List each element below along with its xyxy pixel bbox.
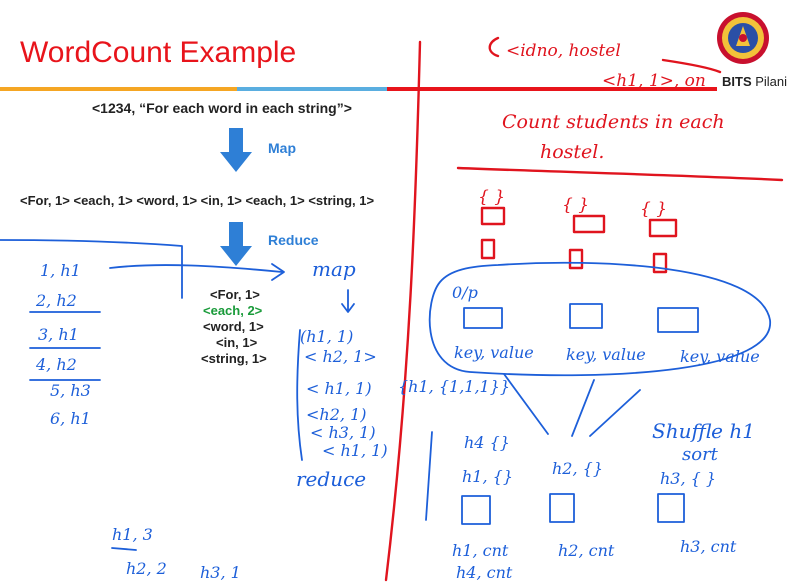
blue-ellipse bbox=[428, 261, 771, 377]
blue-list-0: 1, h1 bbox=[40, 261, 81, 280]
blue-ink bbox=[0, 239, 771, 551]
red-box-2 bbox=[572, 214, 606, 234]
blue-list-2: 3, h1 bbox=[38, 325, 79, 344]
blue-left-bracket bbox=[0, 239, 183, 299]
blue-keyvalue-1: key, value bbox=[566, 345, 646, 364]
blue-op: 0/p bbox=[452, 283, 478, 302]
blue-reduce: reduce bbox=[296, 467, 366, 491]
blue-list-4: 5, h3 bbox=[50, 381, 91, 400]
blue-map-arrowhead bbox=[271, 263, 285, 281]
red-small-box-1 bbox=[480, 238, 496, 260]
blue-keyvalue-0: key, value bbox=[454, 343, 534, 362]
blue-grouped: {h1, {1,1,1}} bbox=[398, 377, 510, 396]
red-bracket bbox=[488, 36, 500, 58]
blue-map-down-arrow bbox=[341, 289, 355, 313]
blue-list-3: 4, h2 bbox=[35, 355, 77, 374]
blue-list-5: 6, h1 bbox=[50, 409, 91, 428]
blue-count-1: h2, cnt bbox=[558, 541, 615, 560]
reduce-output-2: <word, 1> bbox=[203, 319, 264, 334]
blue-divider-stroke bbox=[425, 431, 433, 521]
blue-bottom-0: h1, 3 bbox=[112, 525, 153, 544]
blue-group-1: h2, {} bbox=[552, 459, 603, 478]
blue-box-3 bbox=[657, 307, 699, 333]
reduce-output-4: <string, 1> bbox=[201, 351, 267, 366]
red-small-box-2 bbox=[568, 248, 584, 270]
title-bar-orange bbox=[0, 87, 237, 91]
blue-count-extra: h4, cnt bbox=[456, 563, 513, 582]
blue-box-6 bbox=[657, 493, 685, 523]
blue-sort: sort bbox=[682, 444, 719, 465]
red-header-1: <idno, hostel bbox=[506, 41, 621, 61]
blue-sort-0: < h1, 1) bbox=[306, 379, 372, 398]
red-pair-2: { } bbox=[562, 195, 589, 215]
red-note-2: hostel. bbox=[540, 141, 604, 163]
reduce-arrow-icon bbox=[220, 222, 252, 266]
slide-title: WordCount Example bbox=[20, 36, 297, 69]
red-stroke bbox=[661, 58, 722, 74]
blue-group-top: h4 {} bbox=[464, 433, 510, 452]
reduce-label: Reduce bbox=[268, 232, 319, 248]
bits-logo-icon bbox=[717, 12, 769, 64]
blue-map-arrow bbox=[109, 264, 283, 273]
red-box-1 bbox=[480, 206, 506, 226]
blue-underline bbox=[111, 547, 137, 551]
reduce-output-1: <each, 2> bbox=[203, 303, 263, 318]
blue-box-4 bbox=[461, 495, 491, 525]
blue-count-2: h3, cnt bbox=[680, 537, 737, 556]
red-note-1: Count students in each bbox=[502, 111, 725, 133]
blue-keyvalue-2: key, value bbox=[680, 347, 760, 366]
blue-map-pair-0: (h1, 1) bbox=[300, 327, 353, 346]
blue-sort-3: < h1, 1) bbox=[322, 441, 388, 460]
red-pair-1: { } bbox=[478, 187, 505, 207]
map-arrow-icon bbox=[220, 128, 252, 172]
red-pair-3: { } bbox=[640, 199, 667, 219]
map-label: Map bbox=[268, 140, 296, 156]
red-divider-line bbox=[384, 40, 422, 582]
red-box-3 bbox=[648, 218, 678, 238]
reduce-output-0: <For, 1> bbox=[210, 287, 260, 302]
blue-map-pair-1: < h2, 1> bbox=[304, 347, 377, 366]
red-small-box-3 bbox=[652, 252, 668, 274]
blue-sort-2: < h3, 1) bbox=[310, 423, 376, 442]
blue-group-2: h3, { } bbox=[660, 469, 716, 488]
blue-box-1 bbox=[463, 307, 503, 329]
red-header-2: <h1, 1>, on bbox=[602, 71, 706, 91]
blue-sort-1: <h2, 1) bbox=[306, 405, 366, 424]
blue-count-0: h1, cnt bbox=[452, 541, 509, 560]
blue-shuffle: Shuffle h1 bbox=[652, 419, 755, 443]
blue-bottom-2: h3, 1 bbox=[200, 563, 241, 582]
input-record: <1234, “For each word in each string”> bbox=[92, 100, 352, 116]
title-bar-blue bbox=[237, 87, 387, 91]
blue-list-1: 2, h2 bbox=[35, 291, 77, 310]
red-separator-line bbox=[456, 166, 784, 182]
blue-group-0: h1, {} bbox=[462, 467, 513, 486]
reduce-output-3: <in, 1> bbox=[216, 335, 258, 350]
blue-bottom-1: h2, 2 bbox=[126, 559, 167, 578]
blue-sort-brace bbox=[296, 329, 303, 461]
red-ink bbox=[384, 36, 784, 582]
blue-shuffle-lines bbox=[503, 373, 641, 437]
map-output: <For, 1> <each, 1> <word, 1> <in, 1> <ea… bbox=[20, 193, 375, 208]
title-bar-red bbox=[387, 87, 717, 91]
blue-box-2 bbox=[569, 303, 603, 329]
blue-map: map bbox=[312, 257, 356, 281]
blue-box-5 bbox=[549, 493, 575, 523]
blue-list-dividers bbox=[29, 311, 101, 381]
brand-name: BITS Pilani bbox=[722, 74, 788, 89]
